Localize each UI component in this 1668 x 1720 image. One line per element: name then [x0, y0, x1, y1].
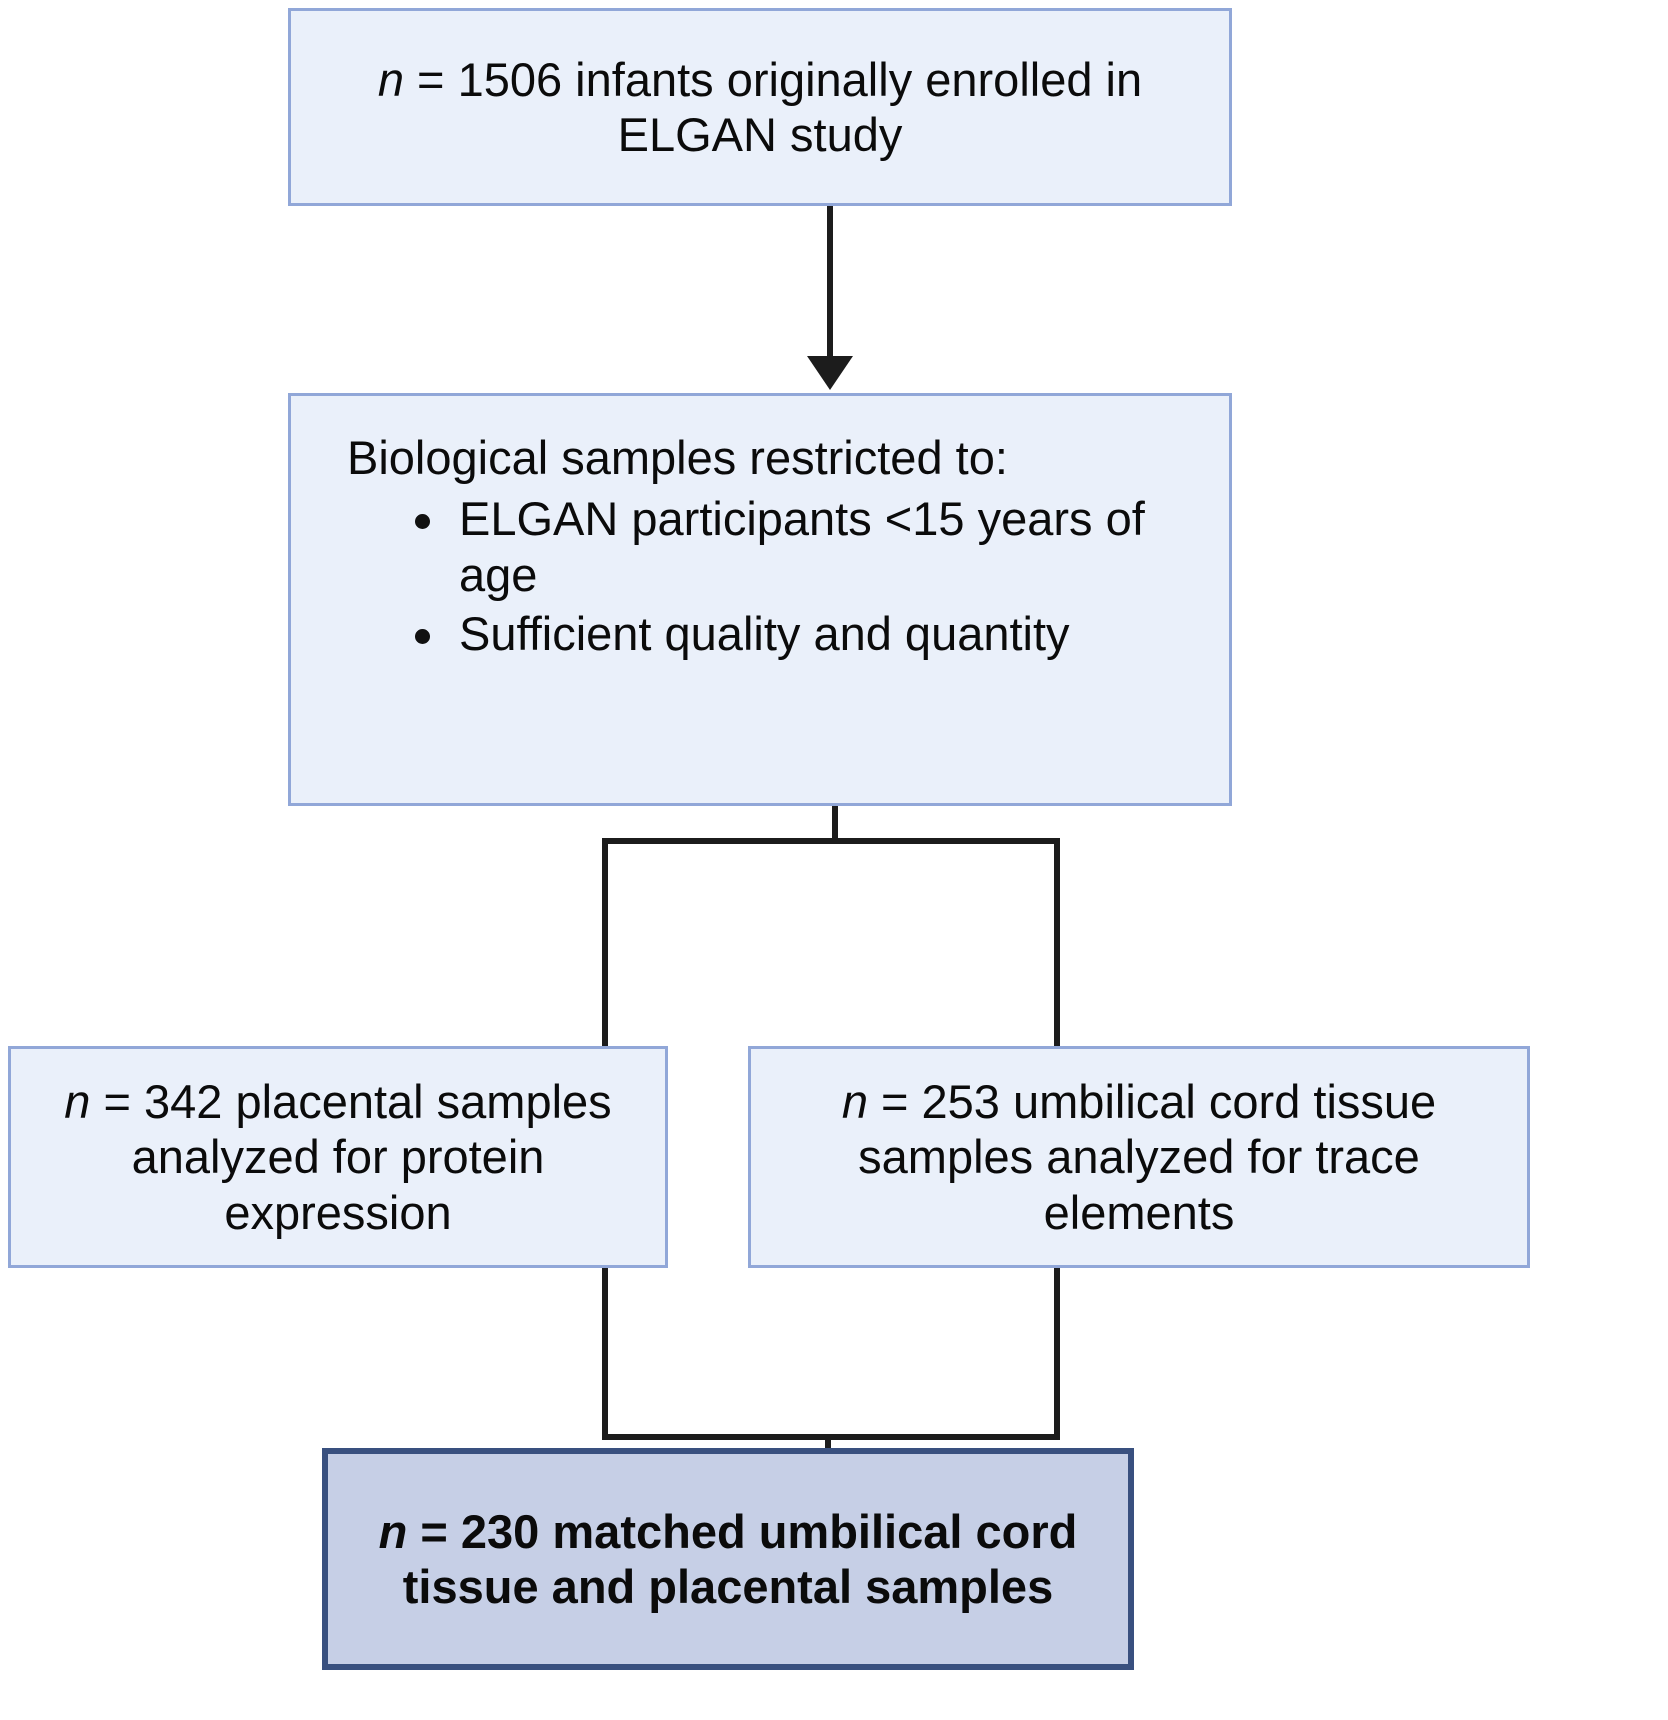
italic-n-symbol: n	[378, 1504, 408, 1558]
edge-cord-to-merge-drop	[1054, 1268, 1060, 1440]
node-restriction: Biological samples restricted to: ELGAN …	[288, 393, 1232, 806]
node-enrolled: n = 1506 infants originally enrolled in …	[288, 8, 1232, 206]
node-restriction-bullet-list: ELGAN participants <15 years of age Suff…	[347, 491, 1199, 665]
node-cord-body: = 253 umbilical cord tissue samples anal…	[858, 1074, 1437, 1239]
node-matched: n = 230 matched umbilical cord tissue an…	[322, 1448, 1134, 1670]
node-restriction-lead: Biological samples restricted to:	[347, 431, 1008, 484]
node-enrolled-body: = 1506 infants originally enrolled in EL…	[404, 52, 1143, 161]
italic-n-symbol: n	[841, 1074, 868, 1128]
node-placental-text: n = 342 placental samples analyzed for p…	[35, 1074, 641, 1240]
edge-enrolled-to-restriction-line	[827, 206, 833, 361]
node-cord: n = 253 umbilical cord tissue samples an…	[748, 1046, 1530, 1268]
node-cord-text: n = 253 umbilical cord tissue samples an…	[775, 1074, 1503, 1240]
list-item: Sufficient quality and quantity	[407, 606, 1199, 661]
edge-restriction-split-bar	[602, 838, 1060, 844]
edge-placental-to-merge-drop	[602, 1268, 608, 1440]
node-placental-body: = 342 placental samples analyzed for pro…	[90, 1074, 612, 1239]
node-placental: n = 342 placental samples analyzed for p…	[8, 1046, 668, 1268]
edge-merge-to-matched-stub	[825, 1434, 831, 1456]
edge-restriction-to-placental-drop	[602, 838, 608, 1050]
edge-restriction-to-cord-drop	[1054, 838, 1060, 1050]
edge-restriction-stub	[832, 806, 838, 844]
italic-n-symbol: n	[377, 52, 404, 106]
node-matched-text: n = 230 matched umbilical cord tissue an…	[354, 1504, 1102, 1615]
edge-merge-bar	[602, 1434, 1060, 1440]
node-enrolled-text: n = 1506 infants originally enrolled in …	[325, 52, 1195, 163]
edge-enrolled-to-restriction-arrowhead	[807, 356, 853, 390]
list-item: ELGAN participants <15 years of age	[407, 491, 1199, 602]
node-matched-body: = 230 matched umbilical cord tissue and …	[402, 1504, 1078, 1613]
italic-n-symbol: n	[64, 1074, 91, 1128]
